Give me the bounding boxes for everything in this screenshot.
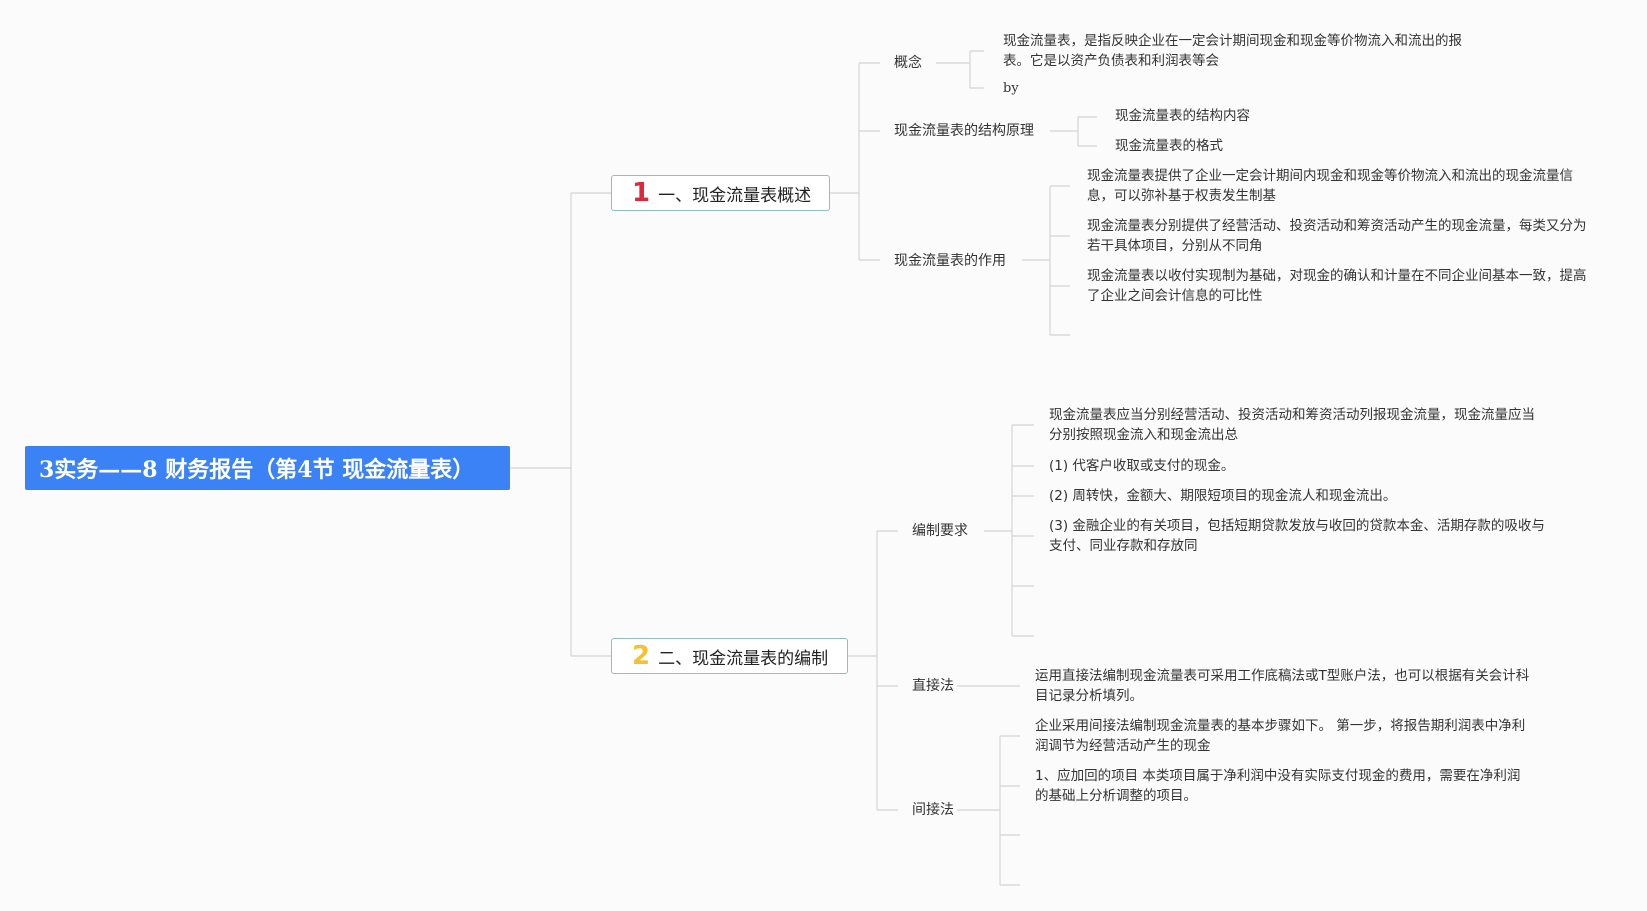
leaf-role-3[interactable]: 现金流量表以收付实现制为基础，对现金的确认和计量在不同企业间基本一致，提高了企业… [1087,268,1587,304]
root-topic[interactable]: 3实务——8 财务报告（第4节 现金流量表） [25,446,510,490]
leaf-role-2[interactable]: 现金流量表分别提供了经营活动、投资活动和筹资活动产生的现金流量，每类又分为若干具… [1087,218,1587,254]
connector-root [510,192,611,657]
leaf-direct-method[interactable]: 运用直接法编制现金流量表可采用工作底稿法或T型账户法，也可以根据有关会计科目记录… [1035,668,1530,704]
branch-overview[interactable]: 1 一、现金流量表概述 [611,175,830,211]
connector-topic-indirect [957,735,1020,886]
topic-role[interactable]: 现金流量表的作用 [894,253,1006,269]
root-title: 3实务——8 财务报告（第4节 现金流量表） [39,457,475,483]
branch-label: 一、现金流量表概述 [658,185,812,206]
topic-requirements[interactable]: 编制要求 [912,523,968,539]
leaf-requirement-2[interactable]: (1) 代客户收取或支付的现金。 [1049,458,1235,474]
topic-direct-method[interactable]: 直接法 [912,678,954,694]
leaf-structure-content[interactable]: 现金流量表的结构内容 [1115,108,1250,124]
leaf-indirect-2[interactable]: 1、应加回的项目 本类项目属于净利润中没有实际支付现金的费用，需要在净利润的基础… [1035,768,1521,804]
topic-indirect-method[interactable]: 间接法 [912,802,954,818]
branch-compilation[interactable]: 2 二、现金流量表的编制 [611,638,848,674]
branch-number-1: 1 [632,178,651,208]
leaf-requirement-3[interactable]: (2) 周转快，金额大、期限短项目的现金流人和现金流出。 [1049,488,1397,504]
connector-branch-2 [848,530,898,811]
leaf-role-1[interactable]: 现金流量表提供了企业一定会计期间内现金和现金等价物流入和流出的现金流量信息，可以… [1087,168,1573,204]
leaf-indirect-1[interactable]: 企业采用间接法编制现金流量表的基本步骤如下。 第一步，将报告期利润表中净利润调节… [1035,718,1526,754]
connector-topic-structure [1050,116,1097,147]
leaf-structure-format[interactable]: 现金流量表的格式 [1115,138,1223,154]
connector-branch-1 [830,62,880,261]
leaf-concept-definition[interactable]: 现金流量表，是指反映企业在一定会计期间现金和现金等价物流入和流出的报表。它是以资… [1003,33,1462,69]
leaf-concept-by[interactable]: by [1003,81,1019,96]
connector-topic-role [1022,185,1070,336]
branch-label: 二、现金流量表的编制 [658,648,829,669]
topic-structure-principle[interactable]: 现金流量表的结构原理 [894,123,1034,139]
connector-topic-requirements [984,424,1034,637]
leaf-requirement-1[interactable]: 现金流量表应当分别经营活动、投资活动和筹资活动列报现金流量，现金流量应当分别按照… [1049,407,1535,443]
topic-concept[interactable]: 概念 [894,55,922,71]
connector-topic-concept [936,50,984,89]
branch-number-2: 2 [632,641,651,671]
leaf-requirement-4[interactable]: (3) 金融企业的有关项目，包括短期贷款发放与收回的贷款本金、活期存款的吸收与支… [1049,518,1545,554]
